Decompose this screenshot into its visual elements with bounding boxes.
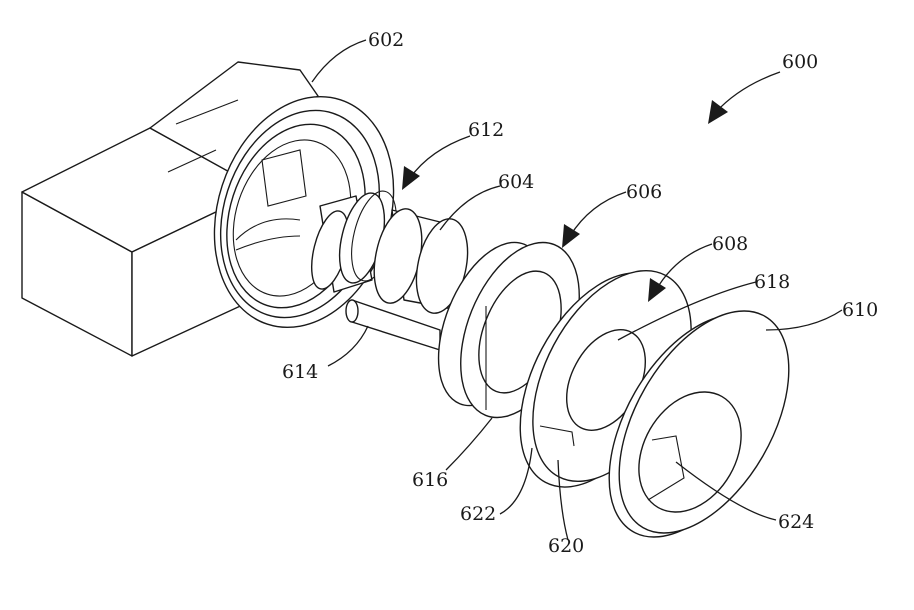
cover-plate-610 — [608, 310, 790, 538]
ref-618: 618 — [754, 271, 790, 293]
ref-612: 612 — [468, 119, 504, 141]
ref-602: 602 — [368, 29, 404, 51]
shaft-612 — [311, 190, 397, 293]
ref-616: 616 — [412, 469, 448, 491]
leader-lines — [311, 39, 843, 541]
cylinder-604 — [373, 208, 469, 314]
ref-624: 624 — [778, 511, 814, 533]
ref-620: 620 — [548, 535, 584, 557]
ref-600: 600 — [782, 51, 818, 73]
ref-622: 622 — [460, 503, 496, 525]
ref-604: 604 — [498, 171, 534, 193]
ref-614: 614 — [282, 361, 318, 383]
reference-numerals: 600 602 612 604 606 608 618 610 614 616 … — [282, 29, 878, 557]
ref-610: 610 — [842, 299, 878, 321]
ref-606: 606 — [626, 181, 662, 203]
ref-608: 608 — [712, 233, 748, 255]
